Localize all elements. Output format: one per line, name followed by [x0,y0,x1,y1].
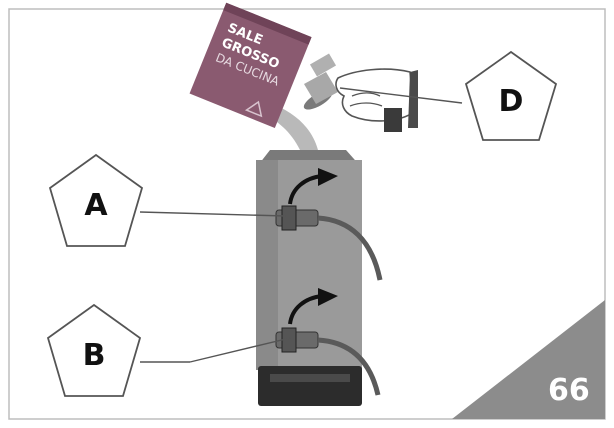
hand-icon [335,68,418,132]
salt-bag: SALE GROSSO DA CUCINA [189,2,312,129]
wrist-band [384,108,402,132]
callout-d: D [464,50,558,141]
arrow-upper [288,174,323,205]
arrow-lower-head [318,288,338,306]
callout-a: A [48,153,144,247]
callout-d-pentagon [464,50,558,141]
tank-base [258,366,362,406]
frame-border [8,8,606,420]
callout-a-label: A [84,188,108,223]
cap-body [304,72,338,104]
callout-b: B [46,303,142,397]
corner-triangle [452,300,605,419]
leader-line-a [139,211,287,217]
hose-upper [317,215,383,281]
cap-handle [309,53,337,77]
callout-b-label: B [83,338,106,373]
callout-b-pentagon [46,303,142,397]
callout-d-label: D [499,84,524,119]
tank-cap [303,53,338,110]
callout-a-pentagon [48,153,144,247]
hose-lower [317,337,381,396]
salt-bag-top [223,2,312,45]
connector-a [275,205,383,281]
salt-bag-body [189,2,312,129]
leader-line-b-2 [189,337,291,363]
page-number: 66 [548,373,590,408]
tank-base-slot [270,374,350,382]
leader-line-d [339,87,463,104]
arrow-lower [288,294,323,325]
salt-bag-triangle-icon [244,100,263,118]
sleeve [408,70,418,128]
arrow-upper-head [318,168,338,186]
connector-b [275,327,381,396]
tank-shade [256,160,278,370]
